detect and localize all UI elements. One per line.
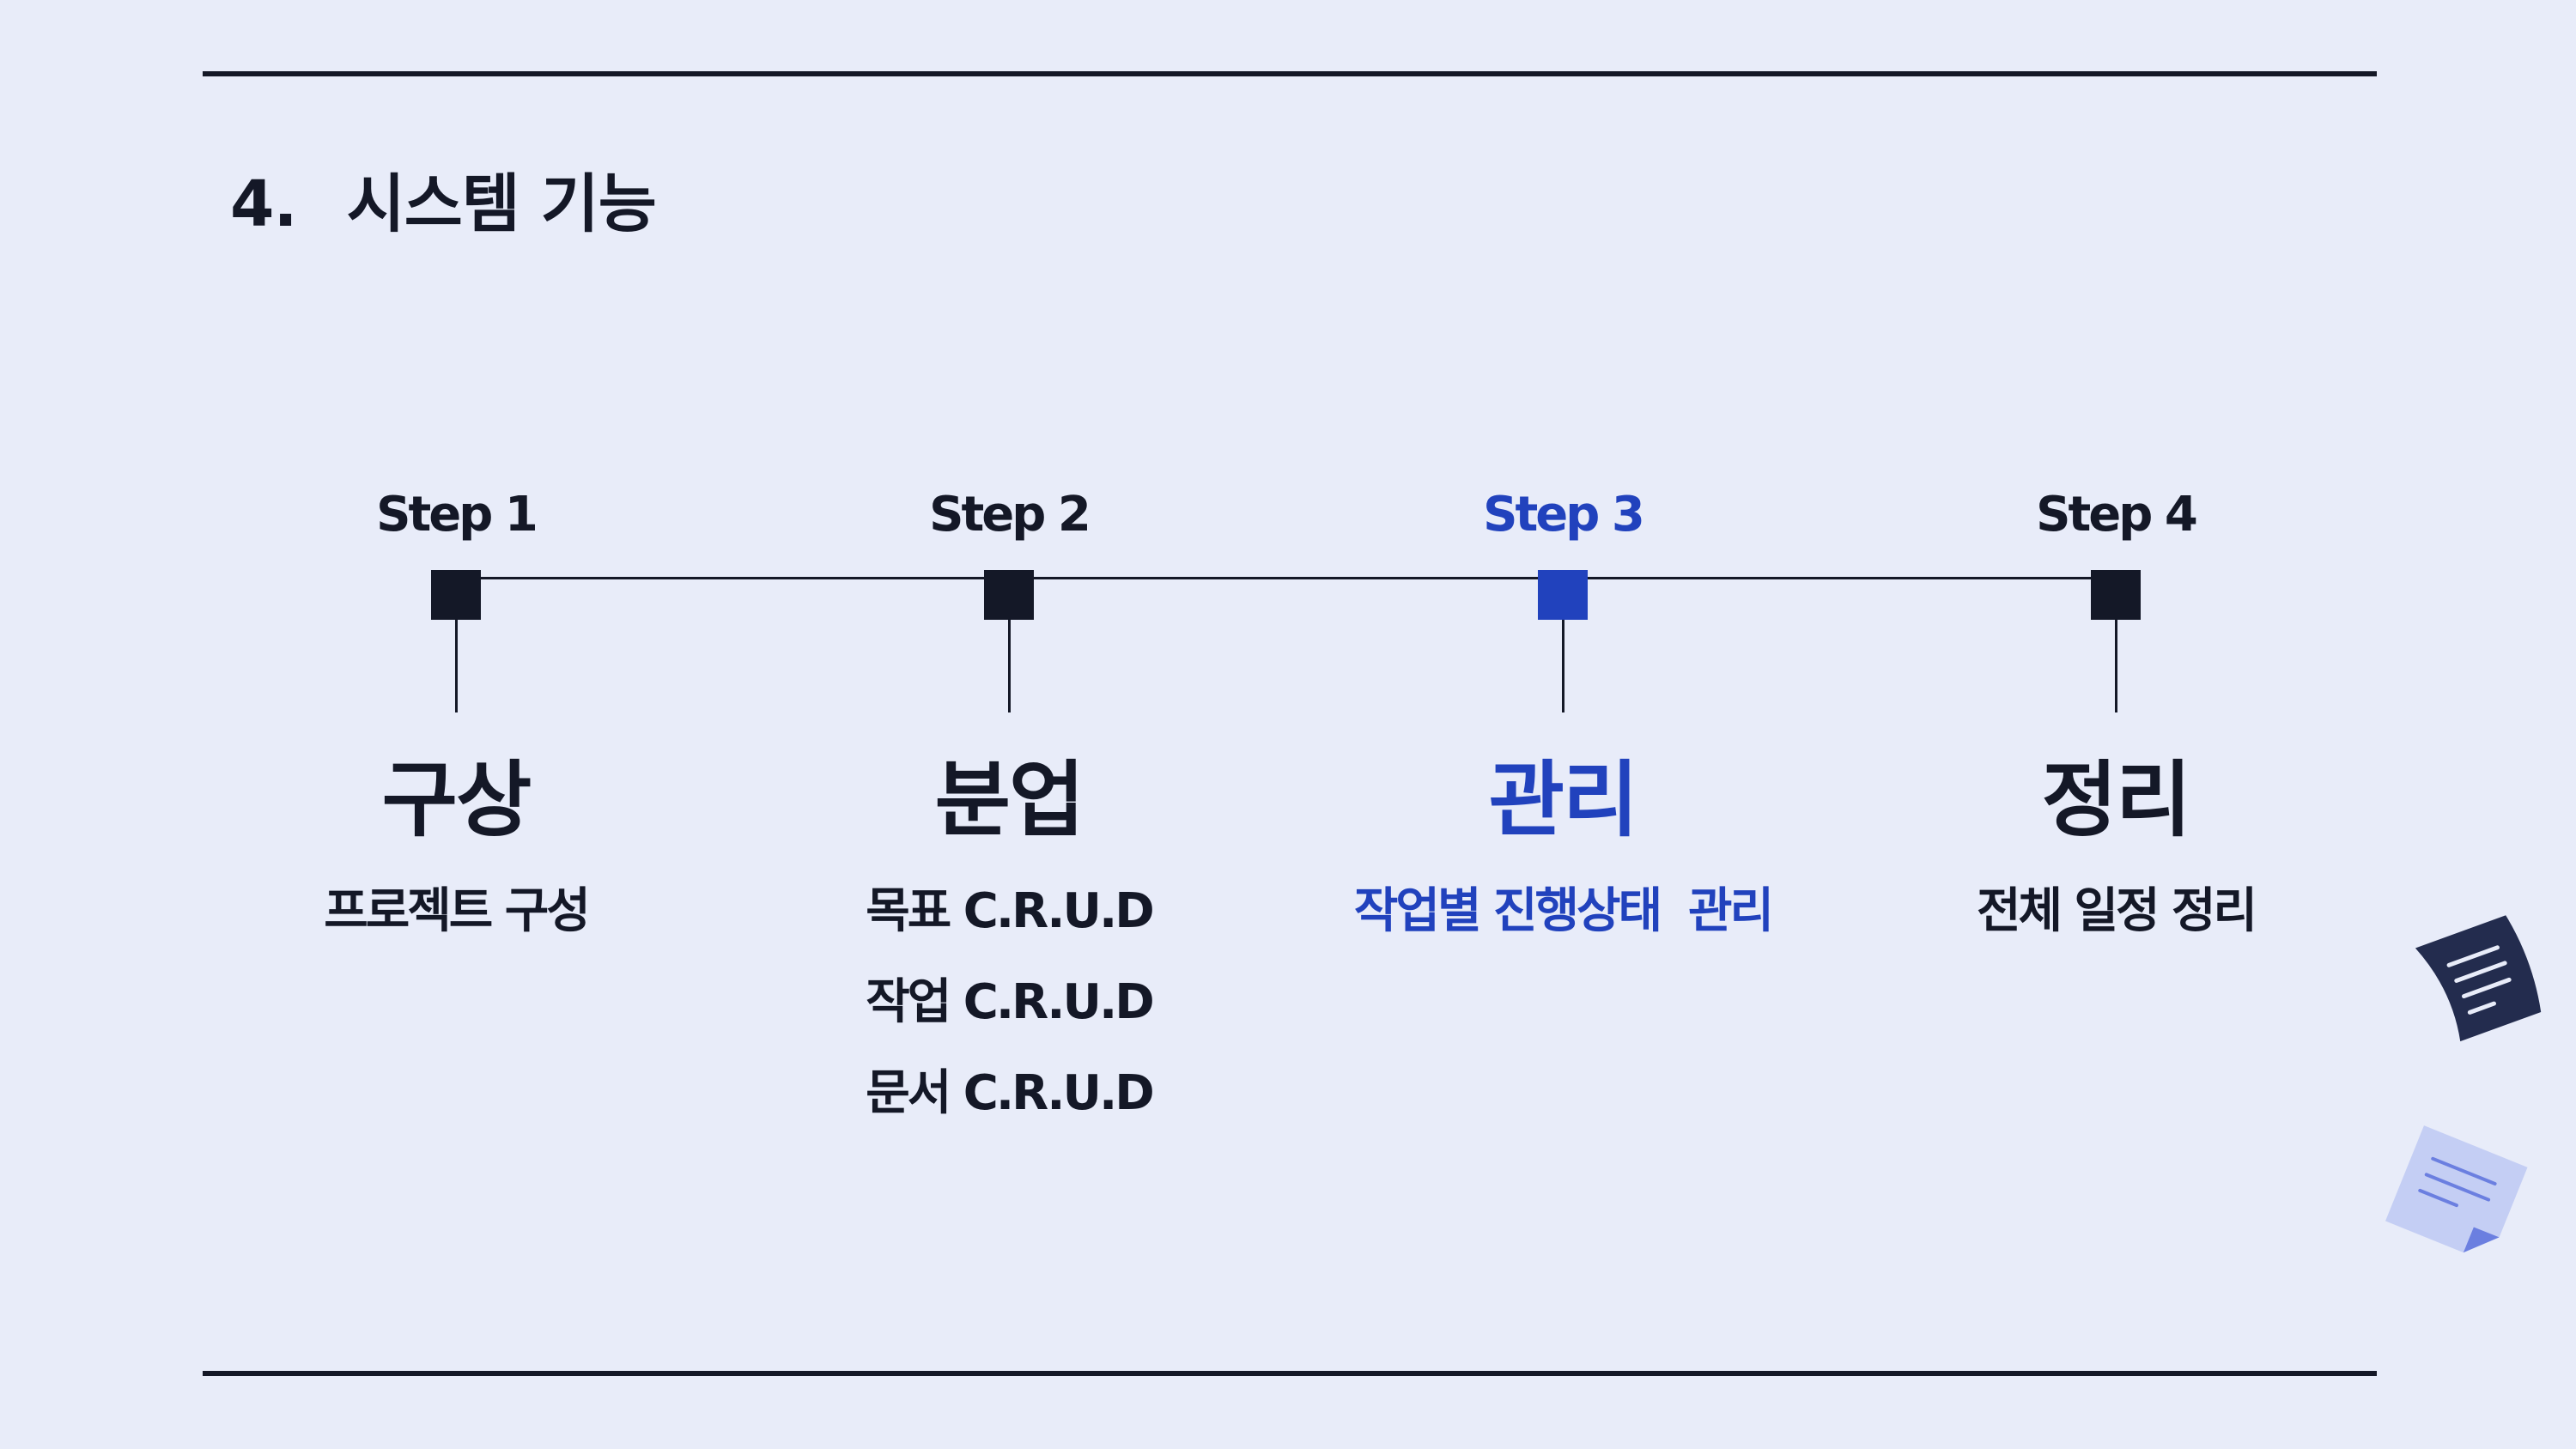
- step-description: 목표 C.R.U.D 작업 C.R.U.D 문서 C.R.U.D: [751, 884, 1267, 1157]
- document-icon-light: [2385, 1125, 2528, 1253]
- step-4: Step 4 정리 전체 일정 정리: [1858, 481, 2373, 975]
- step-stem: [454, 620, 458, 712]
- step-1: Step 1 구상 프로젝트 구성: [198, 481, 714, 975]
- step-label: Step 4: [2036, 487, 2198, 543]
- step-marker: [1538, 570, 1588, 620]
- slide-title-text: 시스템 기능: [346, 167, 657, 241]
- step-stem: [2114, 620, 2117, 712]
- step-item: 전체 일정 정리: [1976, 883, 2257, 939]
- slide-number: 4.: [230, 167, 298, 241]
- step-label: Step 3: [1483, 487, 1645, 543]
- step-heading: 분업: [934, 752, 1085, 848]
- step-marker: [984, 570, 1034, 620]
- step-description: 프로젝트 구성: [198, 884, 714, 975]
- step-item: 목표 C.R.U.D: [866, 883, 1155, 939]
- step-2: Step 2 분업 목표 C.R.U.D 작업 C.R.U.D 문서 C.R.U…: [751, 481, 1267, 1157]
- step-item: 작업별 진행상태 관리: [1353, 883, 1774, 939]
- step-item: 프로젝트 구성: [324, 883, 591, 939]
- step-item: 문서 C.R.U.D: [866, 1065, 1155, 1121]
- bottom-divider: [203, 1371, 2377, 1376]
- step-heading: 관리: [1488, 752, 1639, 848]
- timeline-line: [456, 577, 2116, 579]
- step-description: 전체 일정 정리: [1858, 884, 2373, 975]
- step-label: Step 1: [376, 487, 538, 543]
- slide-title: 4. 시스템 기능: [230, 153, 657, 245]
- step-item: 작업 C.R.U.D: [866, 974, 1155, 1030]
- top-divider: [203, 71, 2377, 76]
- document-icon-dark: [2415, 915, 2542, 1042]
- step-label: Step 2: [929, 487, 1091, 543]
- step-marker: [2091, 570, 2141, 620]
- step-heading: 정리: [2041, 752, 2192, 848]
- step-description: 작업별 진행상태 관리: [1305, 884, 1820, 975]
- step-heading: 구상: [381, 752, 532, 848]
- step-stem: [1561, 620, 1564, 712]
- step-marker: [431, 570, 481, 620]
- step-stem: [1007, 620, 1011, 712]
- step-3: Step 3 관리 작업별 진행상태 관리: [1305, 481, 1820, 975]
